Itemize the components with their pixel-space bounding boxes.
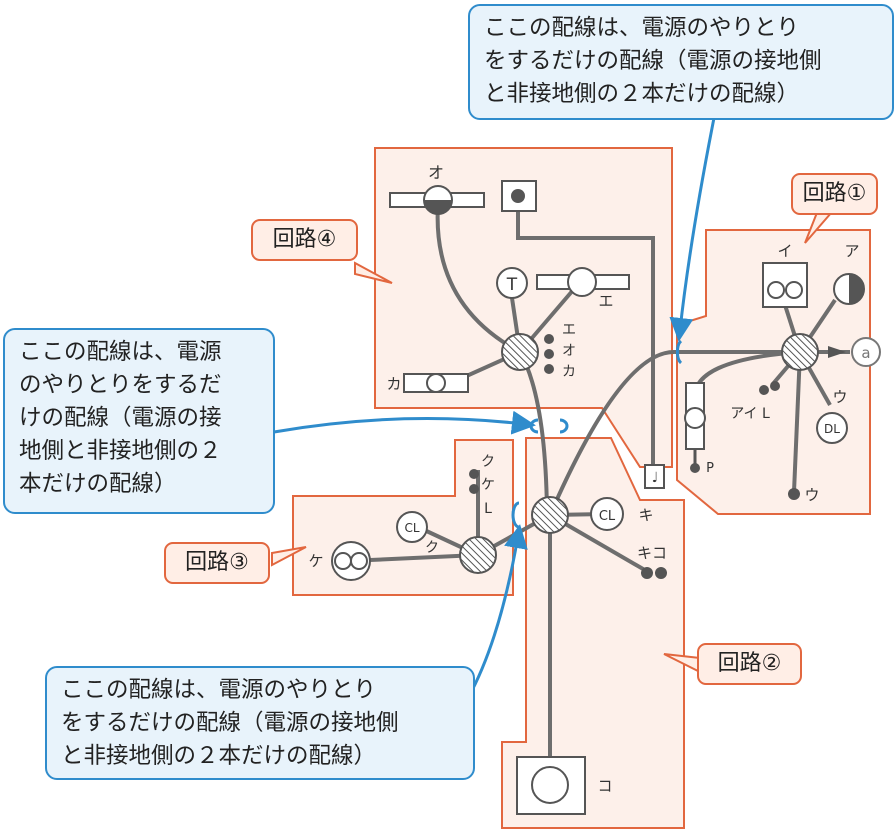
switch-kuke-dots (469, 469, 479, 494)
wire-box2-to-box1 (548, 349, 676, 516)
wire-u-bottom (792, 351, 802, 493)
label-dl: DL (824, 422, 840, 436)
lamp-a (833, 273, 865, 305)
arrow-to-a (828, 346, 846, 358)
lamp-ka (403, 373, 469, 393)
fixture-p (684, 382, 706, 473)
label-kiko: キコ (637, 544, 667, 562)
label-eoka-2: オ (562, 343, 576, 359)
lamp-i-double (762, 262, 808, 308)
lamp-e (536, 267, 630, 297)
callout-bottom: ここの配線は、電源のやりとり をするだけの配線（電源の接地側 と非接地側の２本だ… (45, 666, 475, 780)
label-u-bottom: ウ (804, 486, 819, 504)
junction-box-1 (781, 333, 819, 371)
label-cl-left: CL (404, 521, 419, 535)
leader-top (669, 117, 716, 342)
label-u-dl: ウ (832, 388, 847, 406)
junction-box-4 (501, 333, 539, 371)
label-t: T (506, 275, 518, 295)
outlet-a (851, 337, 881, 367)
leader-bottom (466, 524, 528, 699)
circuit-1-region (676, 229, 871, 515)
label-ke: ケ (308, 552, 323, 570)
label-eoka-3: カ (562, 364, 576, 380)
lamp-o (389, 185, 485, 215)
wire-kiko (548, 513, 652, 575)
tag-circuit-2: 回路② (697, 643, 802, 685)
wire-o-to-box4 (435, 204, 521, 354)
callout-left: ここの配線は、電源 のやりとりをするだ けの配線（電源の接 地側と非接地側の２ … (3, 328, 275, 514)
ceiling-light-cl (590, 497, 624, 531)
label-kuke-3: L (484, 501, 492, 517)
junction-box-2 (531, 496, 569, 534)
switch-ai-dots (759, 381, 780, 395)
label-a-circle: a (861, 344, 870, 362)
timer-symbol (496, 267, 528, 299)
label-ku: ク (425, 540, 439, 556)
note-icon: ♩ (652, 470, 659, 486)
label-p: P (706, 461, 714, 476)
switch-u-dot (788, 488, 800, 500)
downlight-dl (816, 412, 848, 444)
tag-circuit-3: 回路③ (164, 542, 270, 584)
label-cl: CL (599, 509, 616, 524)
tag-circuit-4: 回路④ (251, 219, 358, 261)
tag-circuit-1: 回路① (791, 173, 878, 215)
label-kuke-1: ク (481, 454, 495, 470)
junction-box-3 (459, 536, 497, 574)
circuit-2-region (501, 437, 685, 829)
label-ai-l: アイ L (730, 406, 770, 422)
switch-kiko-dots (641, 567, 667, 579)
leader-left (273, 410, 536, 435)
label-kuke-2: ケ (481, 477, 495, 493)
wire-switch-to-relay (516, 205, 655, 470)
label-eoka-1: エ (562, 322, 576, 338)
tag-pointers (271, 204, 841, 674)
label-ki: キ (638, 506, 653, 524)
label-ka: カ (386, 375, 401, 393)
label-i: イ (777, 242, 792, 260)
callout-top: ここの配線は、電源のやりとり をするだけの配線（電源の接地側 と非接地側の２本だ… (468, 4, 894, 120)
leader-arrows (273, 117, 716, 699)
label-o: オ (428, 163, 444, 182)
outlet-ko (516, 756, 586, 815)
label-a: ア (844, 242, 859, 260)
label-ko: コ (597, 777, 612, 795)
lamp-ke-double (331, 541, 371, 581)
push-switch (501, 180, 537, 212)
label-e: エ (598, 292, 613, 310)
switch-eoka-dots (544, 334, 554, 374)
ceiling-light-cl-left (396, 511, 428, 543)
relay-box (644, 464, 665, 489)
